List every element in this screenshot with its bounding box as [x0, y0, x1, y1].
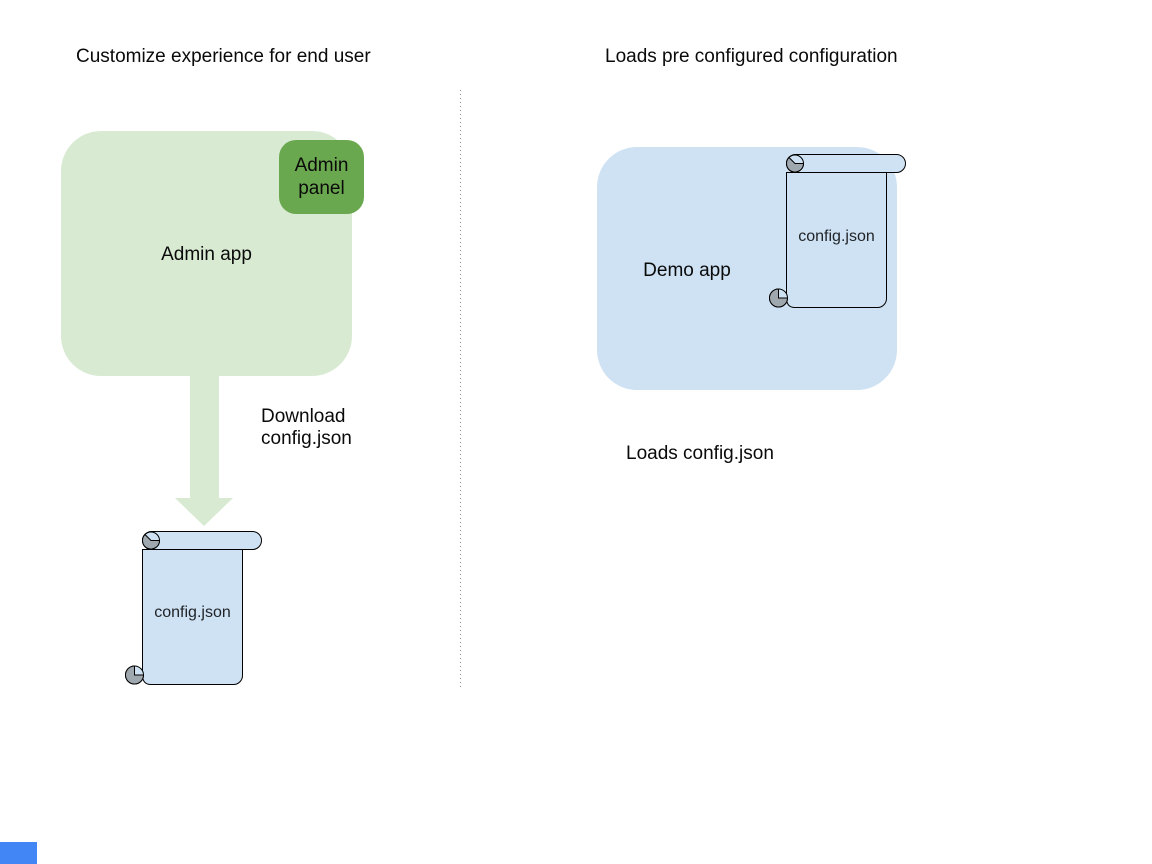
left-section-title: Customize experience for end user [76, 46, 371, 67]
download-label: Download config.json [261, 406, 352, 450]
download-label-line1: Download [261, 406, 346, 427]
admin-panel-shape: Admin panel [279, 140, 364, 214]
loads-config-caption: Loads config.json [626, 443, 774, 464]
admin-panel-label-line2: panel [298, 178, 345, 199]
admin-app-label: Admin app [161, 244, 252, 265]
admin-panel-label-line1: Admin [294, 155, 349, 176]
config-scroll-label-right: config.json [798, 228, 875, 245]
right-section-title: Loads pre configured configuration [605, 46, 898, 67]
download-label-line2: config.json [261, 428, 352, 449]
demo-app-label: Demo app [643, 260, 731, 281]
admin-panel-label: Admin panel [295, 154, 349, 200]
config-scroll-icon-left [125, 531, 262, 685]
config-scroll-icon-right [769, 154, 906, 308]
corner-accent [0, 842, 37, 864]
config-scroll-label-left: config.json [154, 604, 231, 621]
section-divider [460, 90, 461, 688]
download-arrow-icon [175, 376, 233, 526]
